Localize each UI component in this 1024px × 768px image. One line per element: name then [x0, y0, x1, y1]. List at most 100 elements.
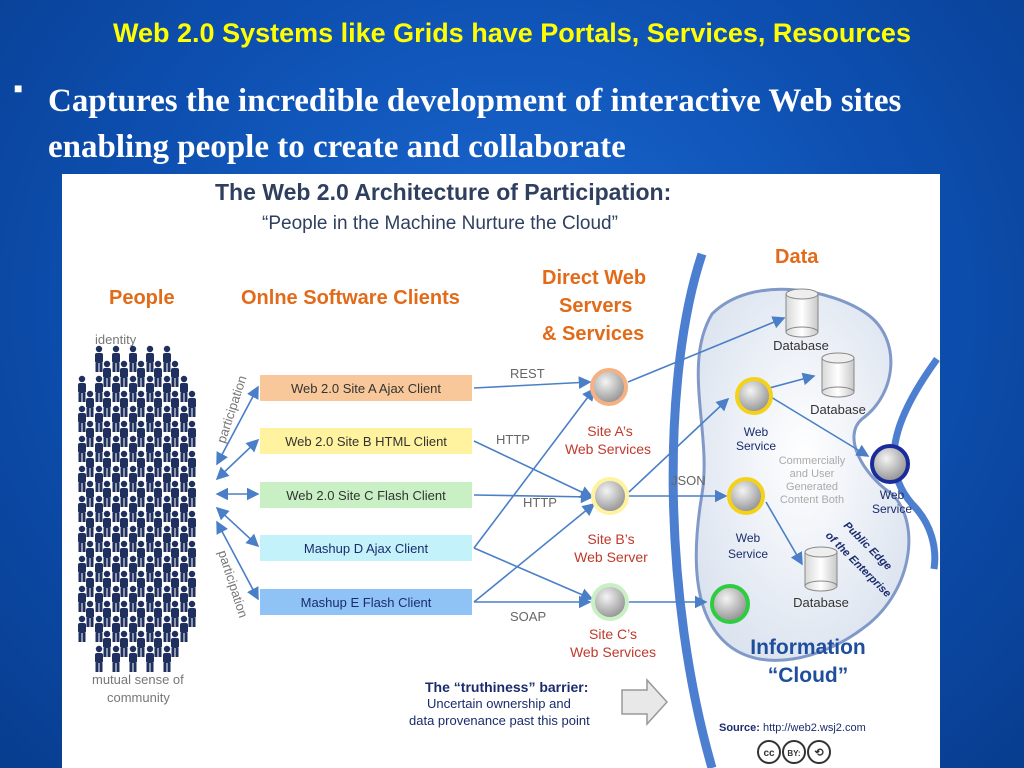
- cc-license-icon: [757, 740, 781, 764]
- server-b[interactable]: Site B’s Web Server: [574, 477, 648, 565]
- client-e-label: Mashup E Flash Client: [301, 595, 432, 610]
- commercial-text-1: Commercially: [779, 455, 846, 467]
- person-figure-icon: [171, 630, 179, 657]
- person-figure-icon: [95, 465, 103, 492]
- person-figure-icon: [163, 435, 171, 462]
- web-service-1[interactable]: Web Service: [735, 377, 776, 453]
- heading-servers-3: & Services: [542, 323, 644, 345]
- client-b-label: Web 2.0 Site B HTML Client: [285, 434, 447, 449]
- person-figure-icon: [112, 615, 120, 642]
- person-figure-icon: [188, 510, 196, 537]
- person-figure-icon: [146, 375, 154, 402]
- person-figure-icon: [78, 465, 86, 492]
- person-figure-icon: [180, 525, 188, 552]
- client-server-arrows: [473, 376, 596, 609]
- server-a-line1: Site A’s: [587, 423, 632, 439]
- client-d[interactable]: Mashup D Ajax Client: [260, 535, 472, 561]
- protocol-http-1: HTTP: [496, 432, 530, 447]
- person-figure-icon: [103, 420, 111, 447]
- person-figure-icon: [163, 375, 171, 402]
- person-figure-icon: [95, 375, 103, 402]
- person-figure-icon: [188, 570, 196, 597]
- client-e[interactable]: Mashup E Flash Client: [260, 589, 472, 615]
- server-b-line1: Site B’s: [587, 531, 634, 547]
- info-cloud-line2: “Cloud”: [768, 664, 848, 687]
- database-top[interactable]: [785, 288, 819, 338]
- diagram-canvas: The Web 2.0 Architecture of Participatio…: [78, 179, 940, 768]
- architecture-diagram: The Web 2.0 Architecture of Participatio…: [62, 174, 940, 768]
- cc-license-text: cc: [763, 748, 775, 759]
- person-figure-icon: [103, 450, 111, 477]
- client-c[interactable]: Web 2.0 Site C Flash Client: [260, 482, 472, 508]
- person-figure-icon: [103, 570, 111, 597]
- person-figure-icon: [154, 600, 162, 627]
- person-figure-icon: [137, 600, 145, 627]
- person-figure-icon: [78, 375, 86, 402]
- person-figure-icon: [137, 570, 145, 597]
- person-figure-icon: [86, 420, 94, 447]
- person-figure-icon: [146, 615, 154, 642]
- person-figure-icon: [146, 525, 154, 552]
- person-figure-icon: [154, 570, 162, 597]
- person-figure-icon: [86, 600, 94, 627]
- web-service-1-line1: Web: [744, 425, 769, 439]
- person-figure-icon: [154, 420, 162, 447]
- person-figure-icon: [120, 540, 128, 567]
- server-a[interactable]: Site A’s Web Services: [565, 368, 651, 457]
- person-figure-icon: [137, 510, 145, 537]
- server-c-line2: Web Services: [570, 644, 656, 660]
- web-service-2[interactable]: Web Service: [727, 477, 768, 561]
- person-figure-icon: [129, 615, 137, 642]
- person-figure-icon: [112, 645, 120, 672]
- client-a[interactable]: Web 2.0 Site A Ajax Client: [260, 375, 472, 401]
- person-figure-icon: [171, 480, 179, 507]
- by-license-icon: [782, 740, 806, 764]
- people-client-arrows: [215, 385, 260, 601]
- green-service-node[interactable]: [710, 584, 750, 624]
- person-figure-icon: [78, 405, 86, 432]
- barrier-arrow-icon: [621, 678, 669, 726]
- person-figure-icon: [146, 495, 154, 522]
- database-top-label: Database: [773, 338, 829, 353]
- client-c-label: Web 2.0 Site C Flash Client: [286, 488, 446, 503]
- person-figure-icon: [137, 360, 145, 387]
- person-figure-icon: [163, 495, 171, 522]
- license-icons: cc BY: ⟲: [757, 740, 831, 764]
- person-figure-icon: [188, 420, 196, 447]
- person-figure-icon: [129, 345, 137, 372]
- share-alike-icon: [807, 740, 831, 764]
- client-a-label: Web 2.0 Site A Ajax Client: [291, 381, 441, 396]
- person-figure-icon: [171, 390, 179, 417]
- client-b[interactable]: Web 2.0 Site B HTML Client: [260, 428, 472, 454]
- protocol-soap: SOAP: [510, 609, 546, 624]
- community-label-1: mutual sense of: [92, 672, 184, 687]
- person-figure-icon: [103, 390, 111, 417]
- person-figure-icon: [120, 630, 128, 657]
- commercial-text-2: and User: [790, 468, 835, 480]
- person-figure-icon: [146, 345, 154, 372]
- person-figure-icon: [112, 525, 120, 552]
- person-figure-icon: [120, 600, 128, 627]
- person-figure-icon: [112, 405, 120, 432]
- person-figure-icon: [163, 405, 171, 432]
- person-figure-icon: [95, 585, 103, 612]
- person-figure-icon: [112, 585, 120, 612]
- server-b-line2: Web Server: [574, 549, 648, 565]
- person-figure-icon: [188, 390, 196, 417]
- web-service-3[interactable]: Web Service: [870, 444, 912, 516]
- source-url: http://web2.wsj2.com: [763, 722, 866, 734]
- database-middle[interactable]: [821, 352, 855, 398]
- person-figure-icon: [95, 345, 103, 372]
- server-c[interactable]: Site C’s Web Services: [570, 583, 656, 660]
- person-figure-icon: [163, 345, 171, 372]
- person-figure-icon: [103, 480, 111, 507]
- person-figure-icon: [137, 450, 145, 477]
- person-figure-icon: [129, 495, 137, 522]
- person-figure-icon: [180, 585, 188, 612]
- person-figure-icon: [180, 555, 188, 582]
- share-alike-text: ⟲: [814, 747, 824, 759]
- bullet-marker: ■: [14, 80, 23, 96]
- diagram-subtitle: “People in the Machine Nurture the Cloud…: [262, 213, 618, 234]
- database-bottom[interactable]: [804, 546, 838, 592]
- person-figure-icon: [112, 345, 120, 372]
